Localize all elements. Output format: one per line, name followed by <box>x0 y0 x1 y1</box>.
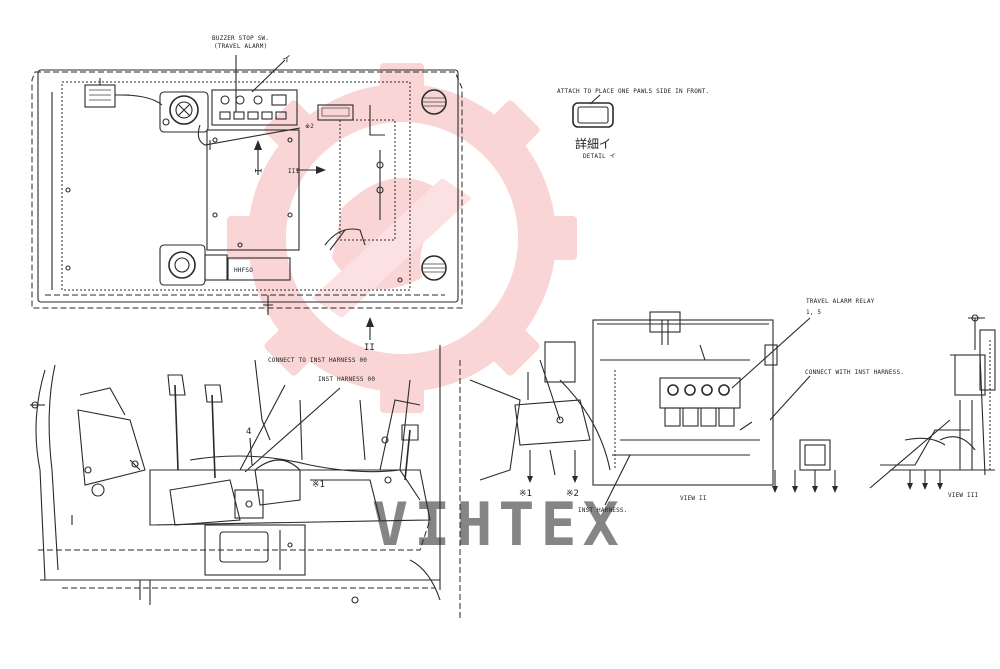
arrow-i-label: I <box>252 168 262 173</box>
left-joystick-top <box>159 91 209 133</box>
view-iii: VIEW III <box>869 314 996 499</box>
view-ii: TRAVEL ALARM RELAY 1, 5 CONNECT WITH INS… <box>514 298 904 514</box>
harness-exit-arrows <box>527 450 838 493</box>
travel-relay-label: TRAVEL ALARM RELAY <box>806 298 875 305</box>
arrow-iii-label: III <box>288 168 300 175</box>
arrow-ii-label: II <box>364 343 375 353</box>
connect-with-label: CONNECT WITH INST HARNESS. <box>805 369 904 376</box>
inst-harness-label: INST HARNESS 00 <box>318 376 375 383</box>
detail-jp-label: 詳細イ <box>575 136 611 151</box>
floor-console-plate <box>204 524 306 576</box>
speaker-top-right <box>421 89 447 115</box>
travel-alarm-label: (TRAVEL ALARM) <box>214 43 267 50</box>
cab-top-view: BUZZER STOP SW. (TRAVEL ALARM) イ ※2 I II… <box>31 35 463 315</box>
right-connector <box>764 344 831 471</box>
arrow-ii: II <box>364 317 375 353</box>
speaker-bottom-right <box>421 255 447 281</box>
switch-panel <box>211 55 298 126</box>
right-joystick-top <box>159 244 228 286</box>
left-console <box>30 387 146 525</box>
view-ii-label: VIEW II <box>680 495 707 502</box>
control-levers <box>167 359 419 481</box>
label-plate-text: HHFSO <box>234 267 253 274</box>
floor-assembly <box>149 399 431 526</box>
attach-label: ATTACH TO PLACE ONE PAWLS SIDE IN FRONT. <box>557 88 710 95</box>
num-4-label: 4 <box>246 427 251 437</box>
detail-ref-label: イ <box>282 55 291 65</box>
inst-harness-bottom-label: INST HARNESS. <box>578 507 628 514</box>
relay-box-top <box>317 104 396 251</box>
detail-i: ATTACH TO PLACE ONE PAWLS SIDE IN FRONT.… <box>557 88 710 160</box>
center-floor-plate <box>206 129 300 251</box>
watermark-gear-logo: VIHTEX <box>227 63 625 560</box>
connect-inst-label: CONNECT TO INST HARNESS 00 <box>268 357 367 364</box>
cab-interior-view: CONNECT TO INST HARNESS 00 INST HARNESS … <box>30 345 521 620</box>
detail-en-label: DETAIL イ <box>583 153 616 160</box>
buzzer-stop-label: BUZZER STOP SW. <box>212 35 269 42</box>
label-plate: HHFSO <box>227 257 291 281</box>
mark-1-left-label: ※1 <box>312 480 325 490</box>
relay-num-label: 1, 5 <box>806 309 821 316</box>
mark-2-label: ※2 <box>566 489 579 499</box>
k2-ref-label: ※2 <box>305 123 314 130</box>
travel-alarm-relays <box>659 377 741 427</box>
view-iii-label: VIEW III <box>948 492 979 499</box>
left-connector-group <box>514 341 611 476</box>
watermark-text: VIHTEX <box>372 490 625 560</box>
mark-1-label: ※1 <box>519 489 532 499</box>
